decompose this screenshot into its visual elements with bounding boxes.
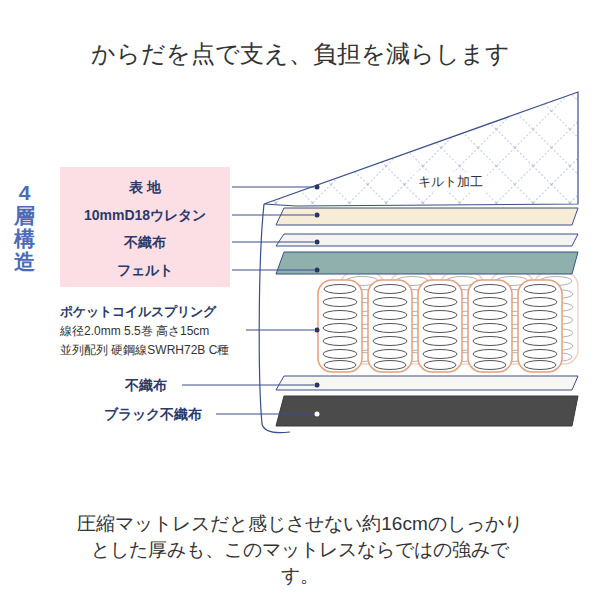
layer-panel: 4層構造 表 地 10mmD18ウレタン不織布フェルト <box>12 165 230 287</box>
felt-layer <box>276 252 578 274</box>
part-label: 並列配列 硬鋼線SWRH72B C種 <box>60 342 229 358</box>
part-label: 不織布 <box>125 376 167 394</box>
caption: 圧縮マットレスだと感じさせない約16cmのしっかりとした厚みも、このマットレスな… <box>73 511 527 589</box>
quilted-cover <box>264 92 578 206</box>
part-label: ポケットコイルスプリング <box>60 303 216 320</box>
part-label: ブラック不織布 <box>104 405 202 423</box>
nonwoven-layer <box>276 376 578 390</box>
layer-heading: 4層構造 <box>14 181 35 273</box>
nonwoven-layer <box>276 234 578 246</box>
title: からだを点で支え、負担を減らします <box>0 38 600 70</box>
leader-dots <box>315 185 320 417</box>
coil-front-row <box>318 280 562 372</box>
cover-edge <box>259 204 290 433</box>
layer-name: フェルト <box>117 261 173 279</box>
part-label: 線径2.0mm 5.5巻 高さ15cm <box>60 323 209 339</box>
layer-name: 表 地 <box>129 178 161 196</box>
layer-name: 10mmD18ウレタン <box>84 206 206 224</box>
layer-name: 不織布 <box>124 233 166 251</box>
black-layer <box>276 396 578 426</box>
urethane-layer <box>276 208 578 225</box>
callout-label: キルト加工 <box>414 172 487 191</box>
